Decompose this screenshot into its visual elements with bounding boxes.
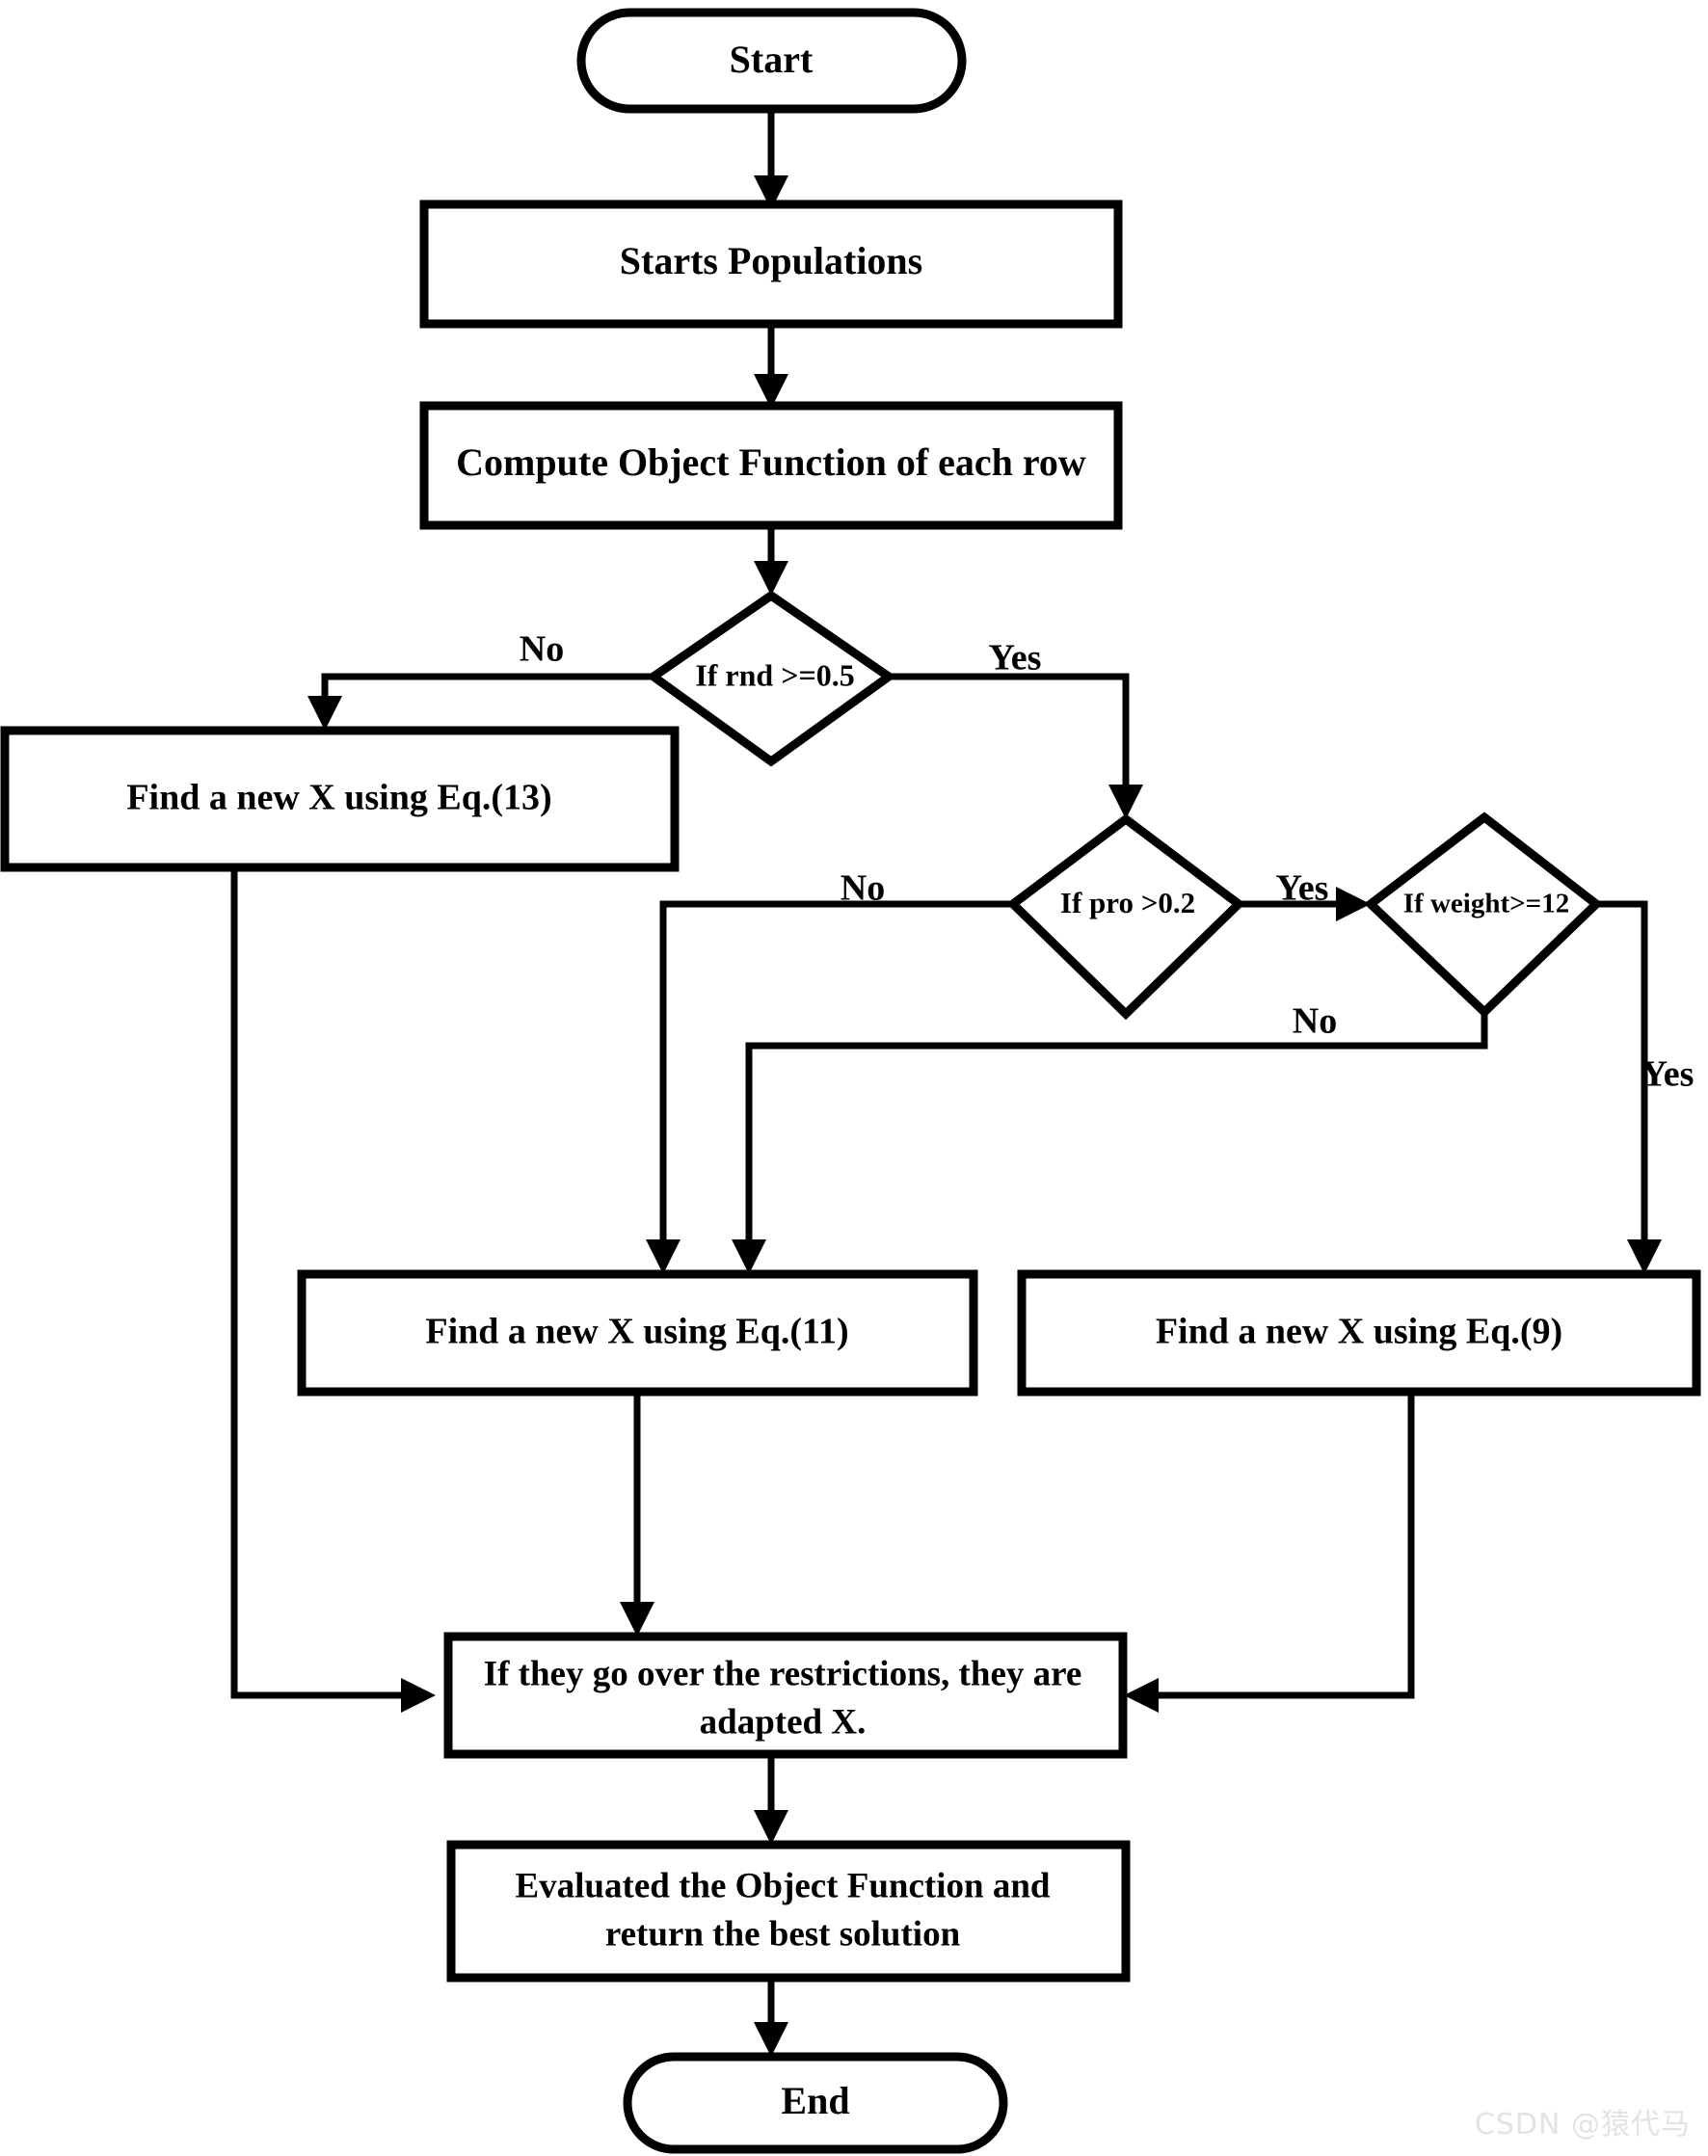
restrictions-label-line2: adapted X. (700, 1702, 867, 1742)
node-find-x-eq13[interactable]: Find a new X using Eq.(13) (0, 726, 680, 872)
edge-labels-group: No Yes No Yes No Yes (520, 629, 1695, 1095)
node-evaluate[interactable]: Evaluated the Object Function and return… (446, 1840, 1131, 1983)
evaluate-label-line1: Evaluated the Object Function and (515, 1866, 1050, 1905)
edge-eq13-to-restrictions (230, 867, 436, 1713)
edge-if-pro-yes-to-if-weight (1239, 887, 1371, 921)
restrictions-label-line1: If they go over the restrictions, they a… (484, 1654, 1082, 1693)
edge-label-weight-yes: Yes (1641, 1054, 1695, 1095)
edge-label-weight-no: No (1293, 1001, 1337, 1042)
find-x-eq13-label: Find a new X using Eq.(13) (126, 778, 551, 818)
find-x-eq9-shape (1017, 1269, 1701, 1397)
edge-restrictions-to-evaluate (754, 1754, 788, 1845)
edge-label-pro-yes: Yes (1276, 868, 1329, 909)
node-if-weight[interactable]: If weight>=12 (1364, 812, 1603, 1019)
csdn-watermark: CSDN @猿代马 (1474, 2108, 1691, 2142)
edge-evaluate-to-end (754, 1978, 788, 2057)
node-find-x-eq11[interactable]: Find a new X using Eq.(11) (297, 1269, 978, 1397)
edge-label-rnd-no: No (520, 629, 564, 670)
find-x-eq13-shape (0, 726, 680, 872)
compute-object-function-shape (419, 401, 1123, 530)
edge-if-rnd-yes-to-if-pro (889, 673, 1143, 819)
end-label: End (781, 2079, 849, 2122)
start-shape (576, 8, 967, 114)
evaluate-shape (446, 1840, 1131, 1983)
edge-eq9-to-restrictions (1124, 1392, 1415, 1713)
start-label: Start (730, 38, 814, 81)
if-weight-shape (1364, 812, 1603, 1019)
node-restrictions[interactable]: If they go over the restrictions, they a… (443, 1632, 1128, 1759)
node-compute-object-function[interactable]: Compute Object Function of each row (419, 401, 1123, 530)
edge-label-rnd-yes: Yes (989, 638, 1042, 679)
edge-if-weight-yes-to-eq9 (1596, 900, 1662, 1274)
node-if-pro[interactable]: If pro >0.2 (1006, 813, 1245, 1021)
edge-compute-to-if-rnd (754, 525, 788, 596)
if-rnd-shape (646, 590, 896, 767)
if-weight-label: If weight>=12 (1403, 889, 1569, 919)
if-rnd-label: If rnd >=0.5 (695, 657, 854, 692)
edge-if-rnd-no-to-eq13 (307, 673, 654, 731)
evaluate-label-line2: return the best solution (605, 1914, 961, 1954)
edge-start-to-starts-populations (754, 111, 788, 210)
node-starts-populations[interactable]: Starts Populations (419, 200, 1123, 329)
connectors-group: left then down to Eq.(13) --> right then… (230, 111, 1662, 2057)
starts-populations-label: Starts Populations (620, 239, 923, 282)
node-start[interactable]: Start (576, 8, 967, 114)
restrictions-shape (443, 1632, 1128, 1759)
starts-populations-shape (419, 200, 1123, 329)
edge-if-weight-no-to-eq11 (732, 1012, 1488, 1274)
end-shape (623, 2052, 1008, 2154)
edge-starts-populations-to-compute (754, 324, 788, 409)
node-find-x-eq9[interactable]: Find a new X using Eq.(9) (1017, 1269, 1701, 1397)
compute-object-function-label: Compute Object Function of each row (456, 440, 1086, 484)
edge-if-pro-no-to-eq11 (646, 900, 1013, 1274)
if-pro-label: If pro >0.2 (1060, 886, 1195, 919)
if-pro-shape (1006, 813, 1245, 1021)
find-x-eq9-label: Find a new X using Eq.(9) (1156, 1312, 1562, 1352)
find-x-eq11-shape (297, 1269, 978, 1397)
find-x-eq11-label: Find a new X using Eq.(11) (425, 1312, 848, 1352)
node-end[interactable]: End (623, 2052, 1008, 2154)
node-if-rnd[interactable]: If rnd >=0.5 (646, 590, 896, 767)
edge-eq11-to-restrictions (620, 1392, 654, 1637)
edge-label-pro-no: No (841, 868, 885, 909)
